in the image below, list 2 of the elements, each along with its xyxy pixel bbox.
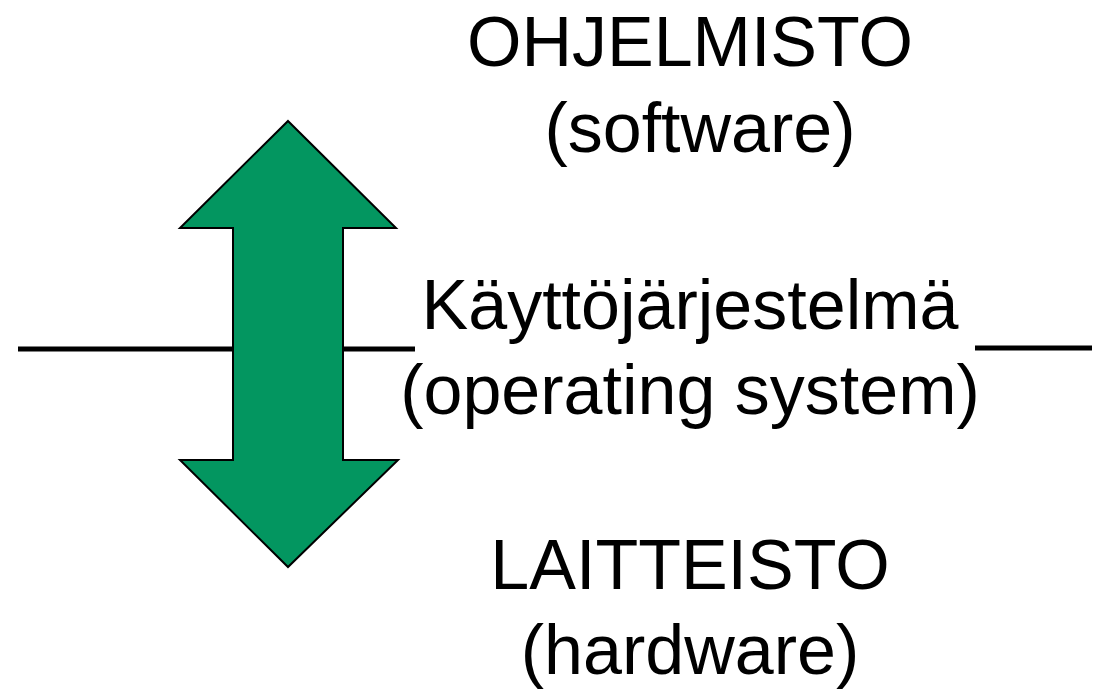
layer-heading: OHJELMISTO: [467, 7, 913, 77]
layer-heading: LAITTEISTO: [490, 530, 890, 600]
